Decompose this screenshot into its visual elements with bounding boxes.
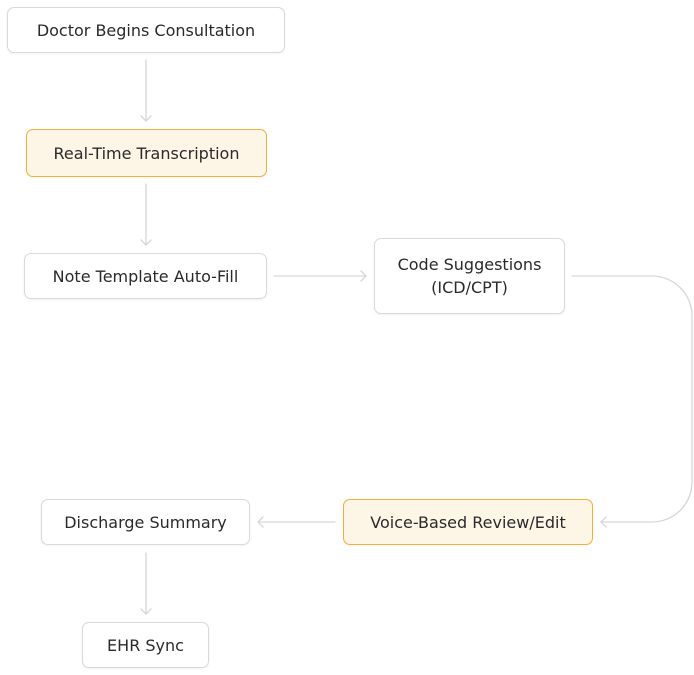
node-label: EHR Sync <box>107 635 184 655</box>
edge-doctor-to-realtime <box>140 59 152 122</box>
node-label: Note Template Auto-Fill <box>52 266 239 286</box>
node-real-time-transcription: Real-Time Transcription <box>26 129 267 177</box>
node-label-line-2: (ICD/CPT) <box>431 278 508 297</box>
node-voice-based-review-edit: Voice-Based Review/Edit <box>343 499 593 545</box>
edge-realtime-to-template <box>140 183 152 246</box>
node-doctor-begins-consultation: Doctor Begins Consultation <box>7 7 285 53</box>
node-label: Voice-Based Review/Edit <box>370 512 566 532</box>
edge-discharge-to-ehr <box>140 552 152 615</box>
node-discharge-summary: Discharge Summary <box>41 499 250 545</box>
node-code-suggestions: Code Suggestions (ICD/CPT) <box>374 238 565 314</box>
node-label: Discharge Summary <box>64 512 227 532</box>
node-label: Doctor Begins Consultation <box>36 20 256 40</box>
edge-code-to-voice <box>571 275 693 528</box>
node-note-template-auto-fill: Note Template Auto-Fill <box>24 253 267 299</box>
node-ehr-sync: EHR Sync <box>82 622 209 668</box>
edge-template-to-code <box>273 270 367 282</box>
edge-voice-to-discharge <box>257 516 336 528</box>
node-label-line-1: Code Suggestions <box>397 255 542 274</box>
node-label: Real-Time Transcription <box>53 143 240 163</box>
